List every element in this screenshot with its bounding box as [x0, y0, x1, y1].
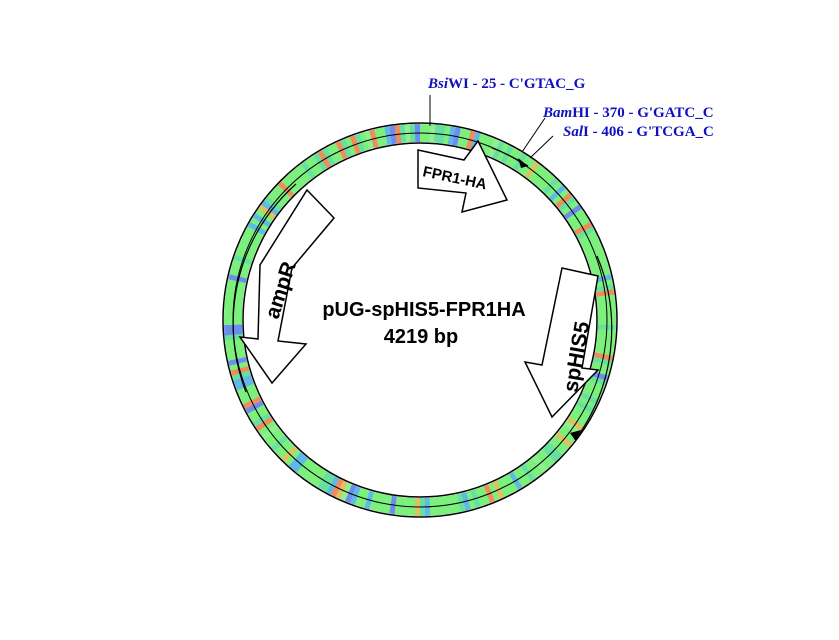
sali-pointer-line — [529, 135, 554, 159]
bamhi-site-label: BamHI - 370 - G'GATC_C — [542, 105, 714, 121]
ring-inner-outline — [242, 142, 598, 498]
sphis5-track-arrowhead — [570, 430, 581, 440]
bsiwi-site-label: BsiWI - 25 - C'GTAC_G — [427, 76, 586, 92]
plasmid-size: 4219 bp — [384, 326, 458, 348]
fpr1-track-arrowhead — [518, 158, 528, 168]
bamhi-pointer-line — [521, 117, 546, 153]
ampr-track — [232, 183, 297, 393]
plasmid-name: pUG-spHIS5-FPR1HA — [322, 299, 525, 321]
ring-outer-outline — [222, 122, 618, 518]
sphis5-track — [574, 255, 613, 441]
sphis5-arrow — [523, 267, 600, 419]
fpr1-ha-feature: FPR1-HA — [417, 139, 509, 214]
fpr1-ha-arrow — [417, 139, 509, 214]
ampr-arrow — [238, 188, 336, 385]
sali-site-label: SalI - 406 - G'TCGA_C — [563, 124, 714, 140]
